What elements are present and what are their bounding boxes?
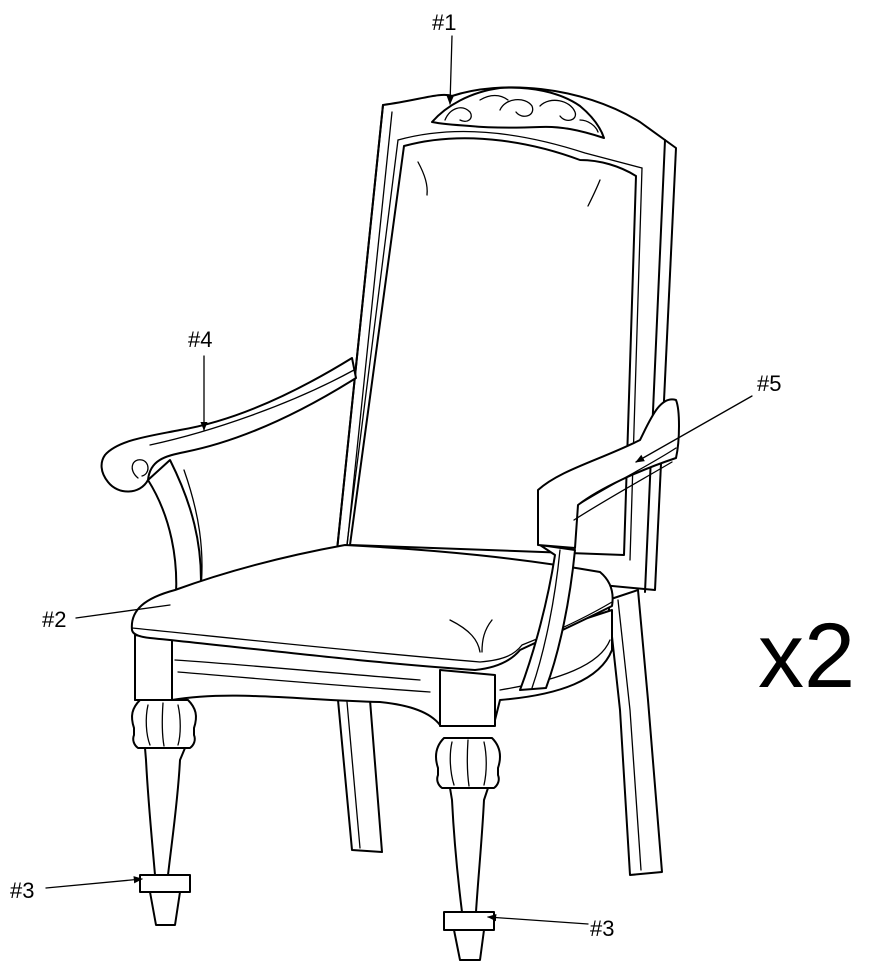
label-part3-left: #3 bbox=[10, 878, 34, 903]
label-part1: #1 bbox=[432, 10, 456, 35]
chair-back bbox=[335, 86, 677, 593]
leader-part3-right bbox=[487, 913, 589, 925]
left-arm bbox=[100, 357, 357, 609]
label-part2: #2 bbox=[42, 607, 66, 632]
leader-part3-left bbox=[45, 876, 143, 889]
label-part3-right: #3 bbox=[590, 916, 614, 941]
quantity-label: x2 bbox=[758, 605, 855, 707]
leader-part5 bbox=[635, 395, 753, 463]
right-arm bbox=[519, 398, 680, 691]
seat bbox=[130, 544, 614, 727]
label-part5: #5 bbox=[757, 371, 781, 396]
front-leg-right bbox=[435, 737, 501, 961]
back-leg-left bbox=[337, 699, 383, 853]
leader-lines bbox=[45, 35, 753, 925]
label-part4: #4 bbox=[188, 327, 212, 352]
back-leg-right bbox=[607, 589, 663, 876]
leader-part2 bbox=[75, 604, 171, 619]
front-leg-left bbox=[131, 699, 197, 926]
crest-carving bbox=[431, 86, 605, 139]
leader-part1 bbox=[446, 35, 454, 105]
